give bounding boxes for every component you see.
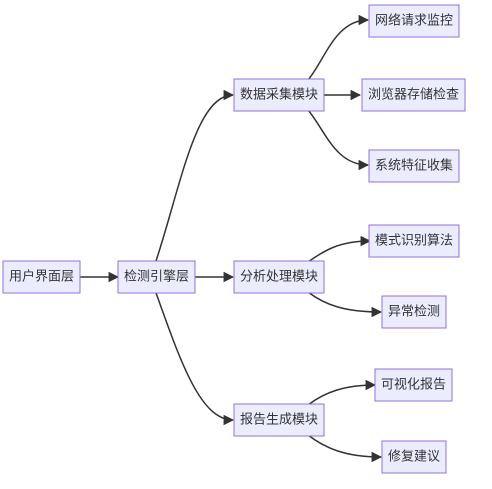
edges bbox=[80, 14, 383, 463]
node-report-gen-label: 报告生成模块 bbox=[240, 413, 318, 428]
node-repair-label: 修复建议 bbox=[388, 450, 440, 465]
node-anomaly-label: 异常检测 bbox=[388, 305, 440, 320]
node-pattern-recog-label: 模式识别算法 bbox=[375, 234, 453, 249]
edge-analysis-to-anomaly bbox=[307, 291, 383, 318]
edge-analysis-to-pattern bbox=[307, 235, 372, 263]
edge-engine-to-report bbox=[154, 289, 235, 426]
node-detect-engine[interactable]: 检测引擎层 bbox=[117, 260, 196, 294]
edge-report-to-visual bbox=[307, 379, 377, 406]
edge-engine-to-collect bbox=[154, 89, 235, 265]
node-report-gen[interactable]: 报告生成模块 bbox=[233, 403, 325, 437]
node-visual-report-label: 可视化报告 bbox=[381, 378, 446, 393]
node-analysis-label: 分析处理模块 bbox=[240, 270, 318, 285]
node-ui-layer-label: 用户界面层 bbox=[9, 269, 74, 285]
node-ui-layer[interactable]: 用户界面层 bbox=[2, 260, 81, 294]
node-storage-check[interactable]: 浏览器存储检查 bbox=[361, 78, 466, 112]
node-anomaly[interactable]: 异常检测 bbox=[381, 295, 447, 329]
node-analysis[interactable]: 分析处理模块 bbox=[233, 260, 325, 294]
node-repair[interactable]: 修复建议 bbox=[381, 440, 447, 474]
edge-collect-to-system bbox=[307, 109, 370, 171]
edge-report-to-repair bbox=[307, 434, 383, 463]
node-system-features-label: 系统特征收集 bbox=[375, 158, 453, 174]
node-data-collect-label: 数据采集模块 bbox=[240, 87, 318, 103]
edge-collect-to-net bbox=[307, 14, 370, 81]
node-system-features[interactable]: 系统特征收集 bbox=[368, 149, 460, 183]
node-net-monitor-label: 网络请求监控 bbox=[375, 13, 453, 29]
node-storage-check-label: 浏览器存储检查 bbox=[368, 87, 459, 103]
node-visual-report[interactable]: 可视化报告 bbox=[374, 368, 453, 402]
node-pattern-recog[interactable]: 模式识别算法 bbox=[368, 224, 460, 258]
node-data-collect[interactable]: 数据采集模块 bbox=[233, 78, 325, 112]
node-net-monitor[interactable]: 网络请求监控 bbox=[368, 4, 460, 38]
node-detect-engine-label: 检测引擎层 bbox=[124, 270, 189, 285]
